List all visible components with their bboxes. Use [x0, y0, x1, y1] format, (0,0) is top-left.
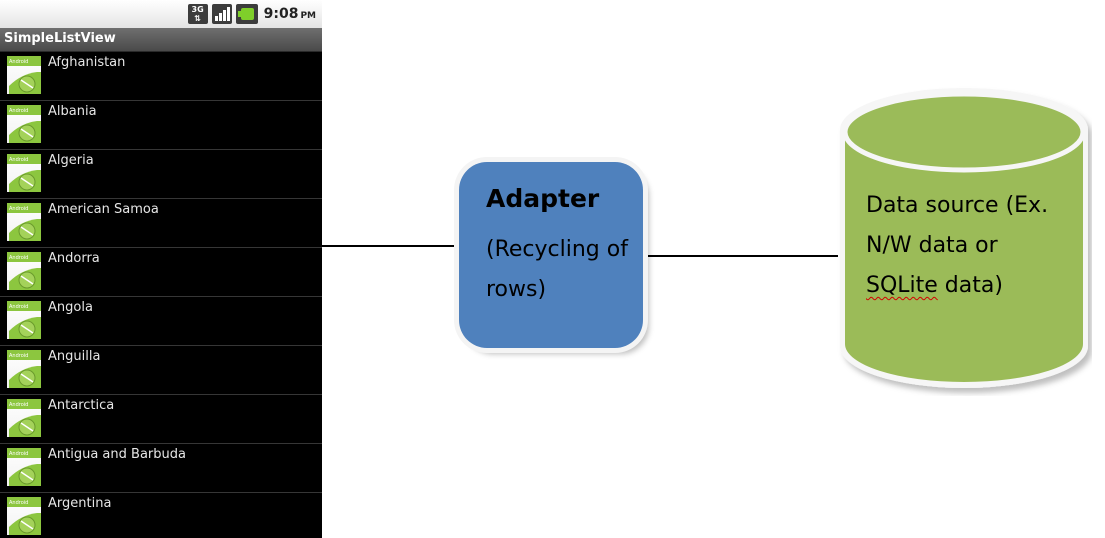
data-source-line-2: N/W data or: [866, 233, 998, 258]
list-item-label: Afghanistan: [48, 55, 126, 70]
android-icon-label: Android: [9, 59, 28, 65]
app-title-bar: SimpleListView: [0, 28, 322, 52]
app-title: SimpleListView: [4, 31, 116, 46]
list-item-label: Antigua and Barbuda: [48, 447, 186, 462]
list-item-label: Algeria: [48, 153, 94, 168]
list-item[interactable]: Android Angola: [0, 297, 322, 346]
android-robot-icon: Android: [7, 448, 41, 486]
data-source-cylinder: [840, 88, 1088, 388]
adapter-box: Adapter (Recycling of rows): [459, 162, 643, 348]
list-item[interactable]: Android Anguilla: [0, 346, 322, 395]
data-source-sqlite-word: SQLite: [866, 273, 938, 298]
adapter-subtitle: (Recycling of rows): [486, 237, 628, 302]
network-label: 3G: [191, 5, 204, 14]
signal-strength-icon: [211, 4, 232, 24]
android-robot-icon: Android: [7, 350, 41, 388]
list-item-label: American Samoa: [48, 202, 159, 217]
list-item-label: Antarctica: [48, 398, 115, 413]
list-item-label: Argentina: [48, 496, 112, 511]
list-item[interactable]: Android Andorra: [0, 248, 322, 297]
android-icon-label: Android: [9, 304, 28, 310]
connector-phone-to-adapter: [322, 245, 458, 247]
android-robot-icon: Android: [7, 56, 41, 94]
android-robot-icon: Android: [7, 301, 41, 339]
android-icon-label: Android: [9, 451, 28, 457]
list-item-label: Angola: [48, 300, 93, 315]
android-robot-icon: Android: [7, 154, 41, 192]
list-item[interactable]: Android Afghanistan: [0, 52, 322, 101]
android-icon-label: Android: [9, 255, 28, 261]
android-icon-label: Android: [9, 353, 28, 359]
android-robot-icon: Android: [7, 497, 41, 535]
data-source-line-1: Data source (Ex.: [866, 193, 1049, 218]
list-item[interactable]: Android Antarctica: [0, 395, 322, 444]
android-robot-icon: Android: [7, 252, 41, 290]
android-icon-label: Android: [9, 108, 28, 114]
list-item[interactable]: Android Algeria: [0, 150, 322, 199]
adapter-title: Adapter: [486, 184, 600, 213]
battery-charging-icon: [235, 4, 258, 24]
list-item-label: Albania: [48, 104, 97, 119]
list-item-label: Anguilla: [48, 349, 101, 364]
network-3g-icon: 3G⇅: [187, 4, 208, 24]
android-icon-label: Android: [9, 500, 28, 506]
list-item[interactable]: Android Antigua and Barbuda: [0, 444, 322, 493]
data-source-label: Data source (Ex. N/W data or SQLite data…: [866, 186, 1088, 306]
android-icon-label: Android: [9, 402, 28, 408]
data-source-line-3: SQLite data): [866, 266, 1088, 306]
list-item-label: Andorra: [48, 251, 100, 266]
android-icon-label: Android: [9, 157, 28, 163]
android-robot-icon: Android: [7, 105, 41, 143]
list-item[interactable]: Android American Samoa: [0, 199, 322, 248]
connector-adapter-to-datasource: [646, 255, 838, 257]
list-item[interactable]: Android Argentina: [0, 493, 322, 538]
clock-ampm: PM: [300, 11, 316, 21]
android-robot-icon: Android: [7, 399, 41, 437]
clock-time: 9:08: [263, 6, 299, 22]
data-source-line-3-rest: data): [937, 273, 1003, 298]
list-item[interactable]: Android Albania: [0, 101, 322, 150]
android-robot-icon: Android: [7, 203, 41, 241]
android-icon-label: Android: [9, 206, 28, 212]
